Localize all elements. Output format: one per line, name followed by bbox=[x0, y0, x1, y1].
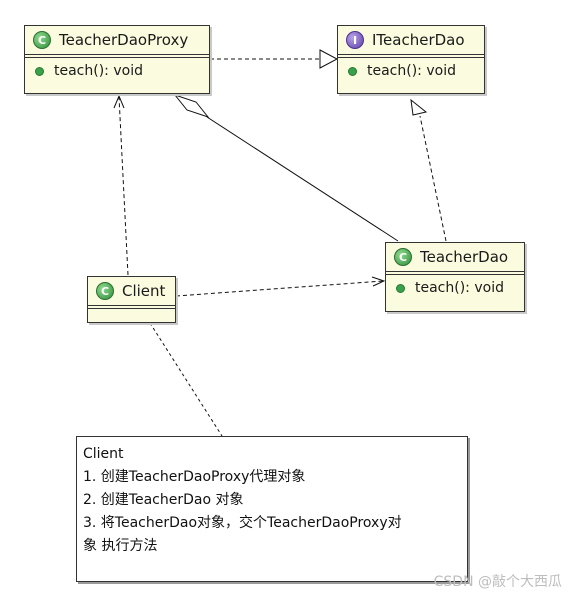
class-icon: C bbox=[33, 31, 51, 49]
empty-methods-compartment bbox=[88, 309, 175, 315]
compartment-divider bbox=[338, 54, 484, 58]
note-box[interactable]: Client 1. 创建TeacherDaoProxy代理对象 2. 创建Tea… bbox=[76, 436, 468, 582]
compartment-divider bbox=[88, 305, 175, 309]
class-name: TeacherDaoProxy bbox=[59, 31, 189, 49]
method-row[interactable]: teach(): void bbox=[25, 58, 209, 84]
note-line: 2. 创建TeacherDao 对象 bbox=[83, 492, 244, 508]
compartment-divider bbox=[25, 54, 209, 58]
class-teacherdaoproxy[interactable]: C TeacherDaoProxy teach(): void bbox=[24, 25, 210, 94]
class-header: C Client bbox=[88, 277, 175, 305]
class-header: C TeacherDao bbox=[386, 243, 524, 271]
interface-iteacherdao[interactable]: I ITeacherDao teach(): void bbox=[337, 25, 485, 94]
interface-header: I ITeacherDao bbox=[338, 26, 484, 54]
note-line: Client bbox=[83, 446, 124, 462]
method-row[interactable]: teach(): void bbox=[386, 275, 524, 301]
note-anchor-line bbox=[149, 322, 223, 437]
interface-name: ITeacherDao bbox=[372, 31, 465, 49]
realization-arrowhead-teacher bbox=[410, 98, 428, 116]
aggregation-proxy-teacher bbox=[206, 116, 399, 242]
method-signature: teach(): void bbox=[54, 63, 143, 79]
watermark: CSDN @敲个大西瓜 bbox=[433, 574, 562, 590]
aggregation-diamond bbox=[173, 93, 210, 119]
public-method-icon bbox=[35, 66, 44, 76]
class-client[interactable]: C Client bbox=[87, 276, 176, 323]
public-method-icon bbox=[348, 66, 357, 76]
dependency-arrowhead-teacher bbox=[371, 276, 386, 287]
method-row[interactable]: teach(): void bbox=[338, 58, 484, 84]
class-name: TeacherDao bbox=[420, 248, 509, 266]
class-teacherdao[interactable]: C TeacherDao teach(): void bbox=[385, 242, 525, 312]
public-method-icon bbox=[396, 283, 405, 293]
realization-teacher-to-interface bbox=[419, 115, 447, 242]
compartment-divider bbox=[386, 271, 524, 275]
note-line: 3. 将TeacherDao对象，交个TeacherDaoProxy对 bbox=[83, 515, 402, 531]
dependency-client-to-proxy bbox=[118, 96, 129, 276]
method-signature: teach(): void bbox=[367, 63, 456, 79]
dependency-client-to-teacher bbox=[175, 280, 384, 297]
class-icon: C bbox=[394, 248, 412, 266]
dependency-arrowhead-proxy bbox=[113, 94, 125, 109]
note-line: 象 执行方法 bbox=[83, 538, 158, 554]
interface-icon: I bbox=[346, 31, 364, 49]
method-signature: teach(): void bbox=[415, 280, 504, 296]
class-header: C TeacherDaoProxy bbox=[25, 26, 209, 54]
note-line: 1. 创建TeacherDaoProxy代理对象 bbox=[83, 469, 306, 485]
realization-arrowhead-proxy bbox=[319, 49, 339, 69]
class-icon: C bbox=[96, 282, 114, 300]
class-name: Client bbox=[122, 282, 166, 300]
